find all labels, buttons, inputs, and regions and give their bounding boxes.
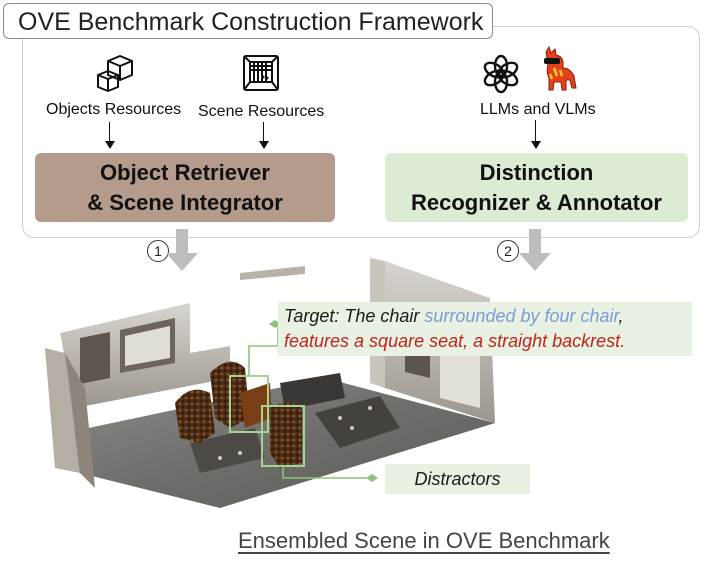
llm-knot-icon (483, 54, 519, 94)
llms-vlms-label: LLMs and VLMs (480, 101, 596, 118)
target-period: . (620, 331, 626, 351)
retriever-line-2: & Scene Integrator (87, 190, 283, 215)
annotator-line-1: Distinction (479, 160, 594, 185)
target-attributes-text: features a square seat, a straight backr… (284, 331, 621, 351)
step-one-marker: 1 (147, 240, 169, 262)
scene-room-icon (243, 55, 279, 91)
step-two-marker: 2 (497, 240, 519, 262)
target-prefix: Target: The chair (284, 306, 425, 326)
target-description-callout: Target: The chair surrounded by four cha… (278, 302, 692, 356)
objects-arrow-head (105, 141, 115, 149)
objects-to-retriever-arrow (109, 122, 110, 142)
object-retriever-box: Object Retriever & Scene Integrator (35, 153, 335, 222)
step-one-arrow (166, 229, 198, 271)
target-relation-text: surrounded by four chair (424, 306, 619, 326)
models-to-annotator-arrow (535, 120, 536, 142)
retriever-line-1: Object Retriever (100, 160, 270, 185)
models-arrow-head (531, 141, 541, 149)
scene-arrow-head (259, 141, 269, 149)
scene-resources-label: Scene Resources (198, 103, 325, 120)
objects-resources-label: Objects Resources (46, 101, 182, 118)
distinction-annotator-box: Distinction Recognizer & Annotator (385, 153, 688, 222)
step-two-arrow (519, 229, 551, 271)
framework-title: OVE Benchmark Construction Framework (3, 3, 493, 39)
chair-shapes (175, 361, 302, 468)
scene-to-retriever-arrow (263, 122, 264, 142)
target-comma: , (618, 306, 624, 326)
scene-caption: Ensembled Scene in OVE Benchmark (238, 528, 610, 553)
annotator-line-2: Recognizer & Annotator (411, 190, 662, 215)
distractors-callout: Distractors (385, 464, 530, 494)
objects-cube-icon (97, 55, 133, 92)
vlm-llama-icon (544, 46, 577, 91)
